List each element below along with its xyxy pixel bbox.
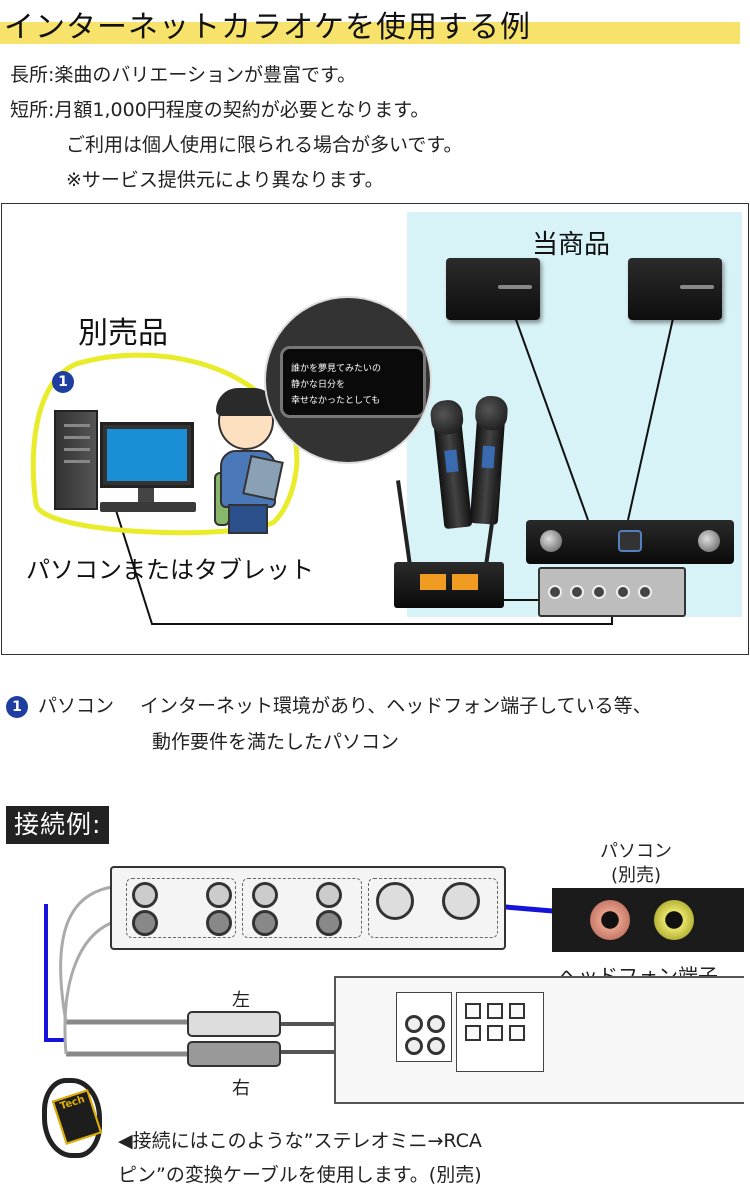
con-text: 短所:月額1,000円程度の契約が必要となります。 <box>10 99 430 121</box>
receiver-rear-panel <box>110 866 506 950</box>
smartphone: 誰かを夢見てみたいの 静かな日分を 幸せなかったとしても <box>280 346 426 418</box>
pc-description: インターネット環境があり、ヘッドフォン端子している等、 <box>140 695 652 717</box>
cable-note: ◀接続にはこのような”ステレオミニ→RCA ピン”の変換ケーブルを使用します。(… <box>118 1124 482 1192</box>
mic-jack <box>590 900 630 940</box>
smartphone-lyrics-photo: 誰かを夢見てみたいの 静かな日分を 幸せなかったとしても <box>264 296 432 464</box>
line-input-panel <box>396 992 452 1062</box>
title-area: インターネットカラオケを使用する例 <box>0 0 750 50</box>
note-text: ※サービス提供元により異なります。 <box>66 169 384 191</box>
headphone-jack-photo <box>552 888 744 952</box>
keyboard <box>100 502 196 512</box>
con-text-2: ご利用は個人使用に限られる場合が多いです。 <box>66 134 463 156</box>
headphone-jack <box>654 900 694 940</box>
lyric-line-2: 静かな日分を <box>291 380 346 390</box>
right-channel-label: 右 <box>232 1078 250 1099</box>
pro-text: 長所:楽曲のバリエーションが豊富です。 <box>10 64 357 86</box>
mixer-unit <box>538 567 686 617</box>
pc-label-line1: パソコン <box>600 841 672 862</box>
pros-cons-list: 長所:楽曲のバリエーションが豊富です。 短所:月額1,000円程度の契約が必要と… <box>10 58 463 198</box>
person-legs <box>228 504 268 534</box>
pc-term: パソコン <box>38 695 115 717</box>
pc-label-line2: (別売) <box>610 865 662 886</box>
lyric-line-1: 誰かを夢見てみたいの <box>291 364 382 374</box>
cable-note-line1: ◀接続にはこのような”ステレオミニ→RCA <box>118 1130 482 1152</box>
pc-or-tablet-label: パソコンまたはタブレット <box>26 556 314 584</box>
lyric-line-3: 幸せなかったとしても <box>291 396 381 406</box>
title-highlight <box>0 22 740 44</box>
pc-description-2: 動作要件を満たしたパソコン <box>152 731 400 753</box>
conversion-cable-package: Tech <box>36 1076 106 1188</box>
cable-note-line2: ピン”の変換ケーブルを使用します。(別売) <box>118 1164 482 1186</box>
product-label: 当商品 <box>532 230 611 260</box>
cable-coil <box>42 1078 102 1158</box>
left-channel-label: 左 <box>232 990 250 1011</box>
pc-monitor <box>100 422 194 488</box>
setup-diagram: 当商品 別売品 1 <box>1 203 749 655</box>
pc-separately-sold-label: パソコン (別売) <box>586 840 686 888</box>
speaker-left <box>446 258 540 320</box>
speaker-right <box>628 258 722 320</box>
badge-1: 1 <box>52 371 74 393</box>
badge-1-note: 1 <box>6 695 28 718</box>
connection-example-heading: 接続例: <box>6 806 110 844</box>
amplifier <box>526 520 734 564</box>
page-title: インターネットカラオケを使用する例 <box>4 10 531 45</box>
monitor-stand <box>138 488 154 502</box>
stereo-amplifier-rear <box>334 976 744 1104</box>
pc-tower <box>54 410 98 510</box>
separately-sold-label: 別売品 <box>78 316 168 351</box>
speaker-terminals <box>456 992 544 1072</box>
pc-requirement-note: 1 パソコン インターネット環境があり、ヘッドフォン端子している等、 動作要件を満た… <box>6 688 652 760</box>
wireless-receiver <box>394 562 504 608</box>
